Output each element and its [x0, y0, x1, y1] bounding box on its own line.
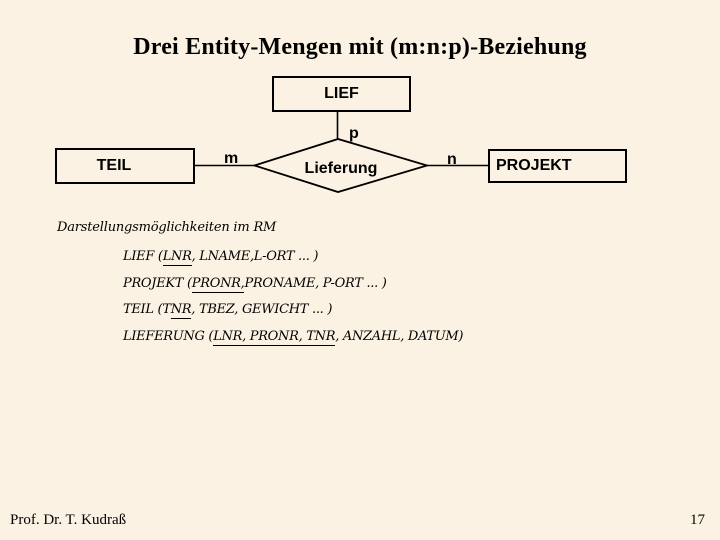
rm-key-attribute: NR: [170, 302, 192, 320]
rm-text-segment: , ANZAHL, DATUM): [335, 329, 464, 345]
rm-text-segment: TEIL (T: [123, 302, 171, 318]
cardinality-m-label: m: [224, 150, 239, 167]
rm-section-heading: Darstellungsmöglichkeiten im RM: [57, 220, 277, 235]
cardinality-p-label: p: [349, 125, 359, 142]
entity-projekt: PROJEKT: [488, 149, 627, 183]
rm-relation-line: PROJEKT (PRONR,PRONAME, P-ORT ... ): [123, 275, 463, 303]
rm-relation-line: LIEFERUNG (LNR, PRONR, TNR, ANZAHL, DATU…: [123, 329, 464, 356]
slide-title: Drei Entity-Mengen mit (m:n:p)-Beziehung: [133, 34, 587, 60]
rm-relations: LIEF (LNR, LNAME,L-ORT ... )PROJEKT (PRO…: [123, 249, 464, 356]
entity-lief: LIEF: [272, 76, 411, 112]
rm-text-segment: LIEFERUNG (: [123, 329, 214, 345]
rm-text-segment: PRONAME, P-ORT ... ): [244, 275, 387, 291]
rm-key-attribute: PRONR,: [191, 275, 245, 293]
relationship-diamond-shape: [251, 138, 431, 193]
footer-page-number: 17: [690, 512, 705, 528]
entity-teil: TEIL: [55, 148, 195, 184]
cardinality-n-label: n: [447, 151, 457, 168]
rm-text-segment: , LNAME,L-ORT ... ): [191, 249, 319, 264]
rm-text-segment: PROJEKT (: [123, 275, 192, 291]
entity-lief-label: LIEF: [324, 85, 359, 102]
footer-author: Prof. Dr. T. Kudraß: [10, 512, 127, 528]
entity-teil-label: TEIL: [96, 157, 132, 174]
rm-text-segment: LIEF (: [123, 249, 163, 264]
entity-projekt-label: PROJEKT: [496, 157, 572, 174]
rm-relation-line: LIEF (LNR, LNAME,L-ORT ... ): [123, 249, 463, 276]
relationship-lieferung-label: Lieferung: [304, 160, 378, 177]
rm-text-segment: , TBEZ, GEWICHT ... ): [191, 302, 333, 318]
rm-key-attribute: LNR: [162, 249, 192, 266]
rm-relation-line: TEIL (TNR, TBEZ, GEWICHT ... ): [123, 302, 463, 329]
rm-key-attribute: LNR, PRONR, TNR: [213, 329, 336, 347]
